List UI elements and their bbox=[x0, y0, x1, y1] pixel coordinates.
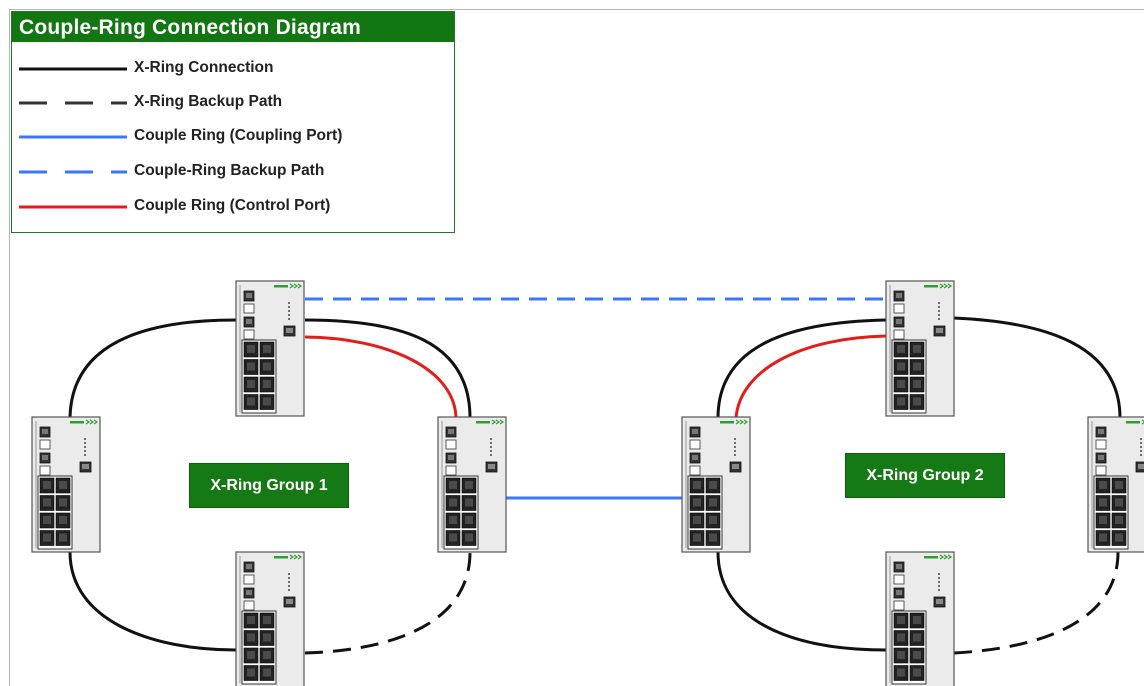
couple-ring-control-link bbox=[734, 334, 887, 419]
switch-icon bbox=[885, 551, 955, 686]
x-ring-connection bbox=[716, 551, 887, 652]
legend-item-coupling-port: Couple Ring (Coupling Port) bbox=[12, 125, 454, 149]
group-label-2: X-Ring Group 2 bbox=[845, 453, 1005, 498]
x-ring-connection bbox=[68, 551, 237, 652]
legend-item-x-ring-connection: X-Ring Connection bbox=[12, 57, 454, 81]
legend-label: Couple Ring (Coupling Port) bbox=[134, 127, 343, 144]
legend-label: Couple Ring (Control Port) bbox=[134, 197, 331, 214]
legend-label: X-Ring Backup Path bbox=[134, 93, 283, 110]
switch-icon bbox=[437, 416, 507, 553]
legend-item-couple-backup: Couple-Ring Backup Path bbox=[12, 160, 454, 184]
x-ring-connection bbox=[953, 316, 1122, 419]
solid-red-line-icon bbox=[19, 205, 127, 209]
solid-blue-line-icon bbox=[19, 135, 127, 139]
legend-title: Couple-Ring Connection Diagram bbox=[12, 12, 454, 42]
x-ring-backup-path bbox=[953, 551, 1120, 655]
dashed-black-line-icon bbox=[19, 101, 127, 105]
switch-icon bbox=[681, 416, 751, 553]
legend-item-x-ring-backup: X-Ring Backup Path bbox=[12, 91, 454, 115]
x-ring-backup-path bbox=[304, 551, 472, 655]
switch-icon bbox=[235, 551, 305, 686]
switch-icon bbox=[1087, 416, 1144, 553]
legend-label: X-Ring Connection bbox=[134, 59, 274, 76]
legend-item-control-port: Couple Ring (Control Port) bbox=[12, 195, 454, 219]
diagram-frame bbox=[9, 9, 1144, 686]
switch-icon bbox=[235, 280, 305, 417]
switch-icon bbox=[31, 416, 101, 553]
legend-label: Couple-Ring Backup Path bbox=[134, 162, 325, 179]
x-ring-connection bbox=[304, 318, 472, 419]
couple-ring-control-link bbox=[304, 335, 458, 419]
group-label-1: X-Ring Group 1 bbox=[189, 463, 349, 508]
dashed-blue-line-icon bbox=[19, 170, 127, 174]
switch-icon bbox=[885, 280, 955, 417]
solid-black-line-icon bbox=[19, 67, 127, 71]
x-ring-connection bbox=[68, 318, 237, 421]
x-ring-connection bbox=[716, 318, 887, 419]
legend: Couple-Ring Connection Diagram X-Ring Co… bbox=[11, 11, 455, 233]
